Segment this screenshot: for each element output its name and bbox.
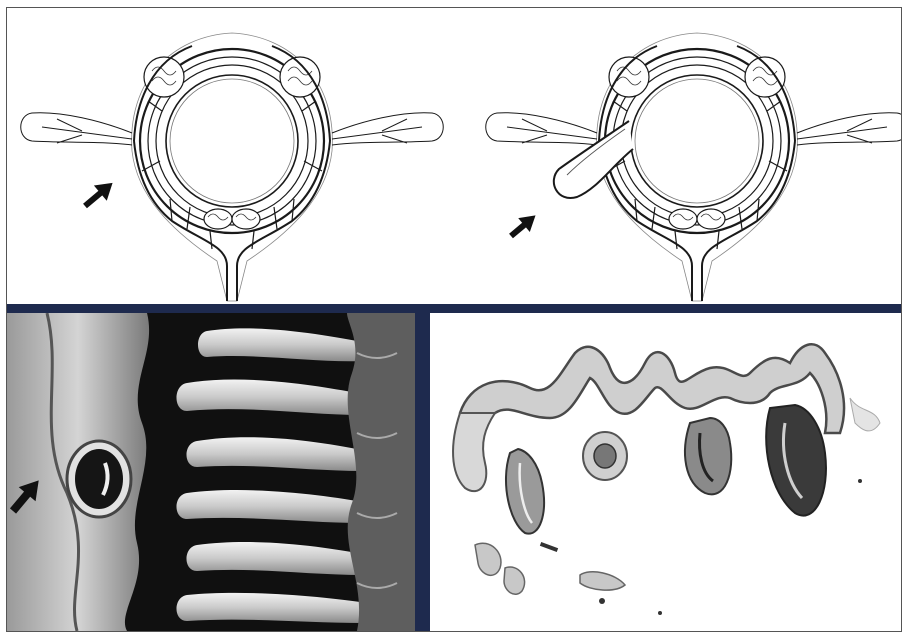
- arrow-icon: [9, 473, 49, 517]
- diagram-svg: [7, 8, 901, 305]
- panel-divider: [415, 313, 430, 631]
- specimen-svg: [7, 313, 415, 631]
- histology-svg: [430, 313, 901, 631]
- diverticulum-diagram: [486, 33, 901, 301]
- arrow-icon: [79, 175, 119, 213]
- gross-specimen-photo: [7, 313, 415, 631]
- panel-divider: [7, 304, 901, 313]
- arrow-icon: [505, 209, 541, 243]
- normal-bowel-diagram: [21, 33, 444, 301]
- diagram-panel: [7, 8, 901, 305]
- histology-photo: [430, 313, 901, 631]
